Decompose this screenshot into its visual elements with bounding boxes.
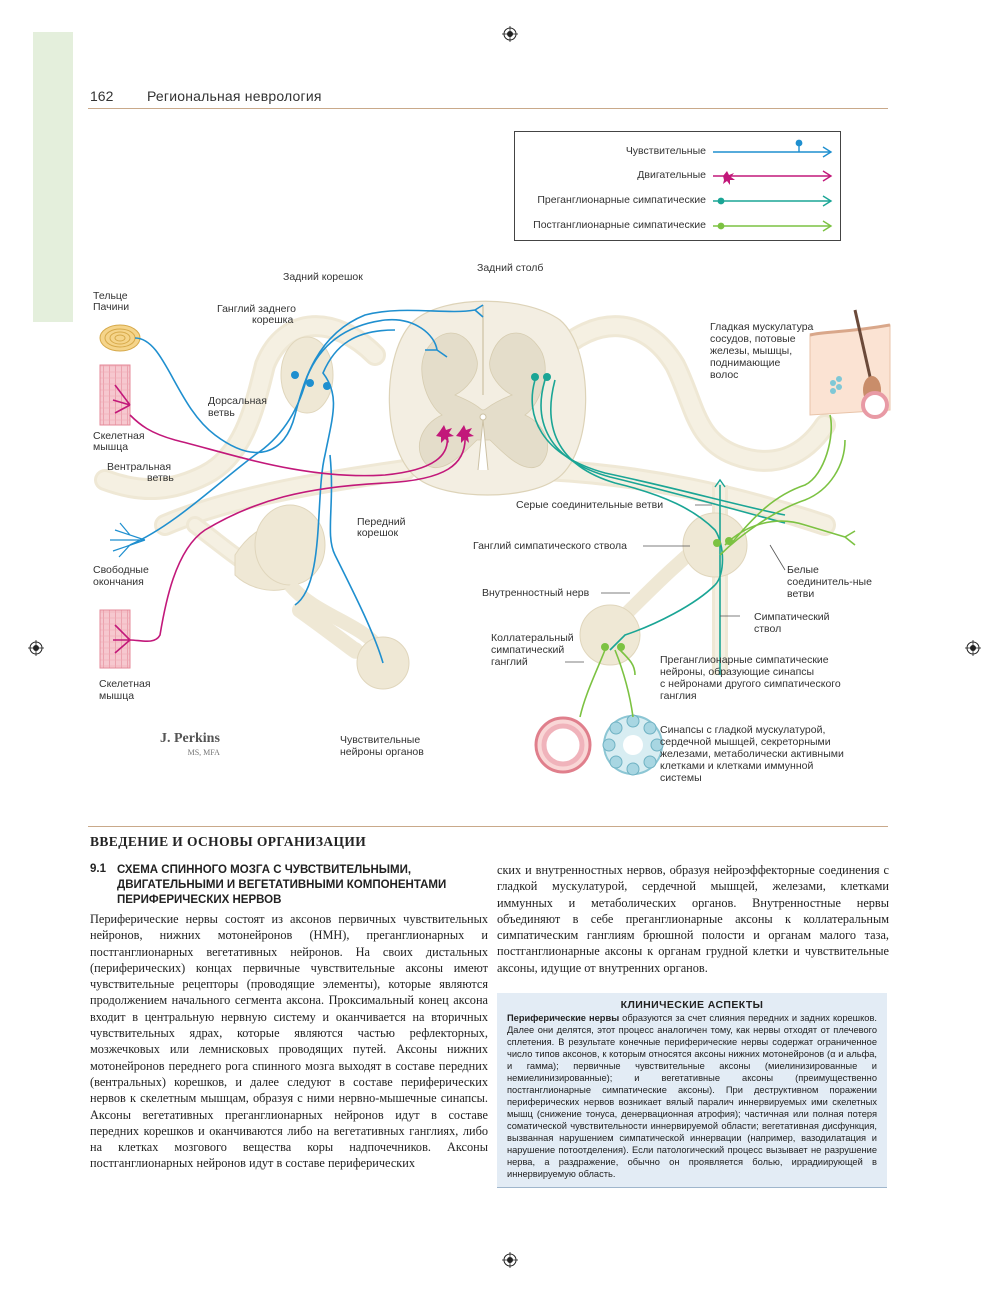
label-symp-trunk-ganglion: Ганглий симпатического ствола <box>473 540 627 552</box>
registration-mark-icon <box>28 640 44 656</box>
artist-signature: J. Perkins MS, MFA <box>160 731 220 757</box>
clinical-text: Периферические нервы образуются за счет … <box>507 1012 877 1180</box>
signature-name: J. Perkins <box>160 731 220 746</box>
label-pregang-3: с нейронами другого симпатического <box>660 678 841 690</box>
body-text-column-2: ских и внутренностных нервов, образуя не… <box>497 863 889 975</box>
label-gray-rami: Серые соединительные ветви <box>516 499 664 511</box>
label-pregang-1: Преганглионарные симпатические <box>660 654 829 666</box>
postganglionic-pathways <box>579 414 856 718</box>
label-pregang-4: ганглия <box>660 690 697 702</box>
legend-label-sensory: Чувствительные <box>625 145 706 157</box>
label-free-endings-2: окончания <box>93 576 144 588</box>
registration-mark-icon <box>502 26 518 42</box>
legend-swatch-postganglionic <box>713 220 833 232</box>
subsection-heading: СХЕМА СПИННОГО МОЗГА С ЧУВСТВИТЕЛЬНЫМИ, … <box>117 864 447 906</box>
spinal-cord-diagram <box>94 300 891 776</box>
label-smooth-2: сосудов, потовые <box>710 333 796 345</box>
label-pregang-2: нейроны, образующие синапсы <box>660 666 815 678</box>
label-pacinian-2: Пачини <box>93 301 130 313</box>
preganglionic-cell-bodies <box>531 373 551 381</box>
label-drg-1: Ганглий заднего <box>217 303 296 315</box>
legend-label-preganglionic: Преганглионарные симпатические <box>537 194 706 206</box>
label-skeletal2-1: Скелетная <box>99 678 151 690</box>
sensory-pathways <box>129 304 484 664</box>
label-smooth-5: волос <box>710 369 739 381</box>
blood-vessel-cross-section-icon <box>534 716 592 774</box>
label-ventral-root-1: Передний <box>357 516 406 528</box>
label-white-rami-1: Белые <box>787 564 819 576</box>
legend-swatch-motor <box>713 170 833 185</box>
clinical-title: КЛИНИЧЕСКИЕ АСПЕКТЫ <box>620 999 764 1011</box>
running-head: Региональная неврология <box>147 88 322 104</box>
label-white-rami-3: ветви <box>787 588 815 600</box>
skeletal-muscle-icon <box>99 364 131 426</box>
label-dorsal-root: Задний корешок <box>283 271 363 283</box>
figure-legend: Чувствительные Двигательные Преганглиона… <box>514 131 841 241</box>
label-drg-2: корешка <box>252 314 294 326</box>
label-synapse-4: клетками и клетками иммунной <box>660 760 814 772</box>
legend-label-postganglionic: Постганглионарные симпатические <box>533 219 706 231</box>
registration-mark-icon <box>502 1252 518 1268</box>
label-pacinian-1: Тельце <box>93 290 128 302</box>
skeletal-muscle-icon <box>99 609 131 669</box>
label-ventral-root-2: корешок <box>357 527 399 539</box>
label-skeletal2-2: мышца <box>99 690 135 702</box>
clinical-aspects-box: КЛИНИЧЕСКИЕ АСПЕКТЫ Периферические нервы… <box>497 993 887 1188</box>
legend-swatch-sensory <box>713 139 833 158</box>
label-dorsal-column: Задний столб <box>477 262 544 274</box>
clinical-lead: Периферические нервы <box>507 1013 620 1023</box>
label-dorsal-branch-2: ветвь <box>208 407 235 419</box>
label-synapse-5: системы <box>660 772 702 784</box>
label-skeletal-1: Скелетная <box>93 430 145 442</box>
motor-neuron-stars <box>436 425 474 443</box>
subsection-number: 9.1 <box>90 863 106 875</box>
label-dorsal-branch-1: Дорсальная <box>208 395 267 407</box>
label-synapse-2: сердечной мышцей, секреторными <box>660 736 831 748</box>
label-smooth-4: поднимающие <box>710 357 781 369</box>
preganglionic-pathways <box>531 379 786 675</box>
label-smooth-3: железы, мышцы, <box>710 345 793 357</box>
signature-credentials: MS, MFA <box>187 748 220 757</box>
clinical-body: образуются за счет слияния передних и за… <box>507 1013 877 1179</box>
section-heading: ВВЕДЕНИЕ И ОСНОВЫ ОРГАНИЗАЦИИ <box>90 834 367 849</box>
motor-pathways <box>112 384 466 654</box>
side-tab <box>33 32 73 322</box>
label-smooth-1: Гладкая мускулатура <box>710 321 814 333</box>
sensory-cell-bodies <box>291 371 331 390</box>
body-text-column-1: Периферические нервы состоят из аксонов … <box>90 912 488 1171</box>
header-rule <box>88 108 888 109</box>
skin-hair-follicle-icon <box>809 309 891 419</box>
label-symp-trunk-2: ствол <box>754 623 782 635</box>
label-symp-trunk-1: Симпатический <box>754 611 830 623</box>
legend-label-motor: Двигательные <box>637 169 706 181</box>
spinal-cord <box>388 300 587 496</box>
label-white-rami-2: соединитель-ные <box>787 576 872 588</box>
pacinian-corpuscle-icon <box>99 324 141 352</box>
label-collateral-3: ганглий <box>491 656 528 668</box>
registration-mark-icon <box>965 640 981 656</box>
label-visceral-2: нейроны органов <box>340 746 424 758</box>
label-collateral-1: Коллатеральный <box>491 632 574 644</box>
label-splanchnic: Внутренностный нерв <box>482 587 590 599</box>
label-collateral-2: симпатический <box>491 644 565 656</box>
sympathetic-ganglion-left-body <box>254 504 326 586</box>
legend-swatch-preganglionic <box>713 195 833 207</box>
section-rule <box>88 826 888 827</box>
label-free-endings-1: Свободные <box>93 564 149 576</box>
label-synapse-1: Синапсы с гладкой мускулатурой, <box>660 724 826 736</box>
label-synapse-3: железами, метаболически активными <box>660 748 844 760</box>
legend-swatches <box>713 139 833 232</box>
collateral-ganglion <box>579 604 641 666</box>
label-visceral-1: Чувствительные <box>340 734 421 746</box>
label-ventral-branch-2: ветвь <box>147 472 174 484</box>
free-nerve-endings-icon <box>110 522 146 558</box>
label-skeletal-2: мышца <box>93 441 129 453</box>
label-ventral-branch-1: Вентральная <box>107 461 172 473</box>
postganglionic-cell-bodies <box>601 537 733 651</box>
gland-cross-section-icon <box>602 714 664 776</box>
page-number: 162 <box>90 88 114 104</box>
